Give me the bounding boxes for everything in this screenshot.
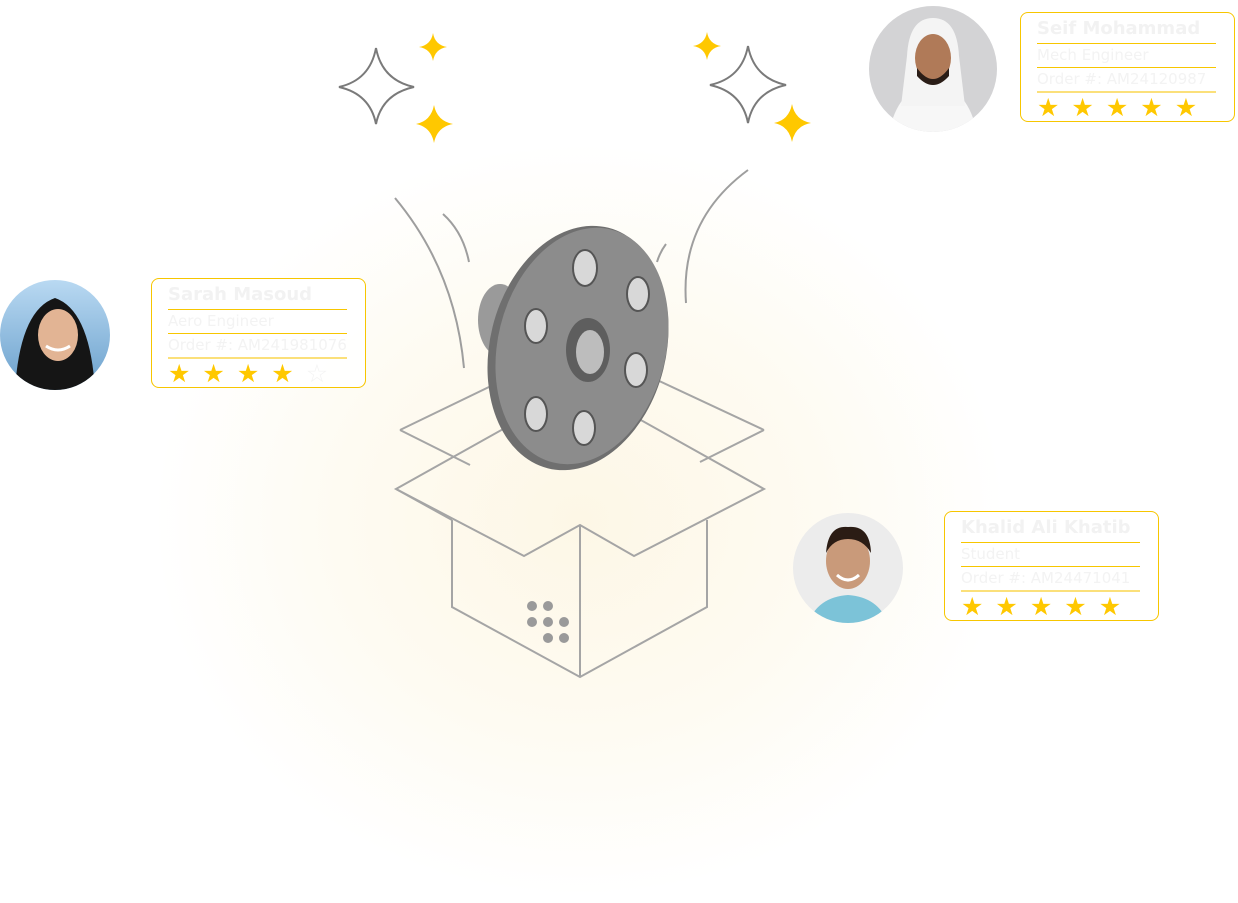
- order-number: Order #: AM24471041: [961, 567, 1140, 592]
- star-filled-icon: ★: [1174, 93, 1198, 122]
- reviewer-name: Sarah Masoud: [168, 281, 347, 310]
- star-filled-icon: ★: [1071, 93, 1094, 122]
- reviewer-role: Student: [961, 543, 1140, 567]
- star-filled-icon: ★: [271, 359, 294, 388]
- star-rating: ★ ★ ★ ★ ★: [1037, 95, 1216, 121]
- star-filled-icon: ★: [995, 592, 1018, 621]
- star-filled-icon: ★: [1105, 93, 1129, 122]
- avatar-seif: [869, 6, 997, 132]
- sparkle-outline-icon: [338, 45, 787, 125]
- star-filled-icon: ★: [1140, 93, 1163, 122]
- star-filled-icon: ★: [202, 359, 225, 388]
- star-filled-icon: ★: [236, 359, 260, 388]
- reviewer-name: Khalid Ali Khatib: [961, 514, 1140, 543]
- star-filled-icon: ★: [961, 592, 984, 621]
- reviewer-role: Mech Engineer: [1037, 44, 1216, 68]
- gear-part-icon: [478, 225, 669, 471]
- motion-lines: [394, 169, 749, 369]
- sparkle-filled-icon: [416, 32, 811, 143]
- star-rating: ★ ★ ★ ★ ★: [961, 594, 1140, 620]
- star-filled-icon: ★: [1037, 93, 1060, 122]
- star-filled-icon: ★: [168, 359, 191, 388]
- reviewer-role: Aero Engineer: [168, 310, 347, 334]
- reviewer-name: Seif Mohammad: [1037, 15, 1216, 44]
- review-card: Sarah Masoud Aero Engineer Order #: AM24…: [151, 278, 366, 388]
- avatar-khalid: [793, 513, 903, 623]
- star-rating: ★ ★ ★ ★ ☆: [168, 361, 347, 387]
- review-card: Khalid Ali Khatib Student Order #: AM244…: [944, 511, 1159, 621]
- star-empty-icon: ☆: [305, 359, 329, 388]
- box-logo-icon: [527, 601, 569, 643]
- avatar-sarah: [0, 280, 110, 390]
- order-number: Order #: AM24120987: [1037, 68, 1216, 93]
- star-filled-icon: ★: [1029, 592, 1053, 621]
- star-filled-icon: ★: [1064, 592, 1087, 621]
- star-filled-icon: ★: [1098, 592, 1122, 621]
- order-number: Order #: AM241981076: [168, 334, 347, 359]
- review-card: Seif Mohammad Mech Engineer Order #: AM2…: [1020, 12, 1235, 122]
